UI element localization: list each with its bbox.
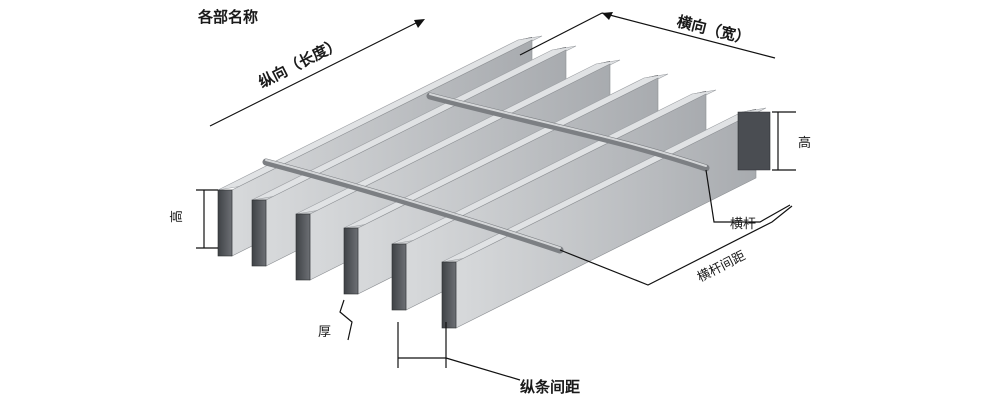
- crossbars: [262, 92, 710, 254]
- bearing-bar-end: [391, 243, 407, 311]
- crossbar-highlight: [429, 93, 707, 167]
- bearing-bar-top: [441, 107, 767, 263]
- crossbar-leader: [705, 169, 791, 223]
- crossbar-spacing-leader: [559, 205, 793, 286]
- bearing-bar-end: [343, 227, 359, 295]
- bearing-bar-spacing-label: 纵条间距: [520, 378, 580, 396]
- crossbar-rod: [426, 92, 710, 172]
- transverse-arrow-head: [602, 12, 613, 20]
- longitudinal-label: 纵向（长度）: [256, 35, 344, 92]
- bearing-bar-end: [251, 199, 267, 267]
- transverse-arrow-line: [601, 12, 776, 59]
- bearing-bar-end: [217, 189, 233, 257]
- diagram-title: 各部名称: [197, 8, 258, 26]
- bar-spacing-leader: [445, 357, 521, 381]
- longitudinal-arrow-line: [209, 21, 419, 127]
- bearing-bars: [217, 35, 771, 329]
- height-left-label: 高: [169, 210, 185, 223]
- bearing-bar-top: [343, 73, 669, 229]
- thickness-label: 厚: [318, 325, 331, 340]
- longitudinal-arrow-head: [414, 19, 425, 28]
- crossbar-highlight: [265, 159, 561, 249]
- transverse-label: 横向（宽）: [675, 12, 752, 48]
- thickness-leader: [339, 299, 353, 341]
- edge-plate: [737, 111, 771, 171]
- transverse-left-line: [519, 12, 603, 56]
- crossbar-spacing-label: 横杆间距: [695, 249, 748, 286]
- crossbar-label: 横杆: [730, 217, 756, 232]
- bearing-bar-end: [441, 261, 457, 329]
- bearing-bar-end: [295, 213, 311, 281]
- bearing-bar-top: [391, 89, 717, 245]
- bearing-bar-top: [217, 35, 543, 191]
- dimension-lines: [196, 12, 796, 381]
- height-right-label: 高: [798, 135, 811, 151]
- crossbar-rod: [262, 158, 564, 254]
